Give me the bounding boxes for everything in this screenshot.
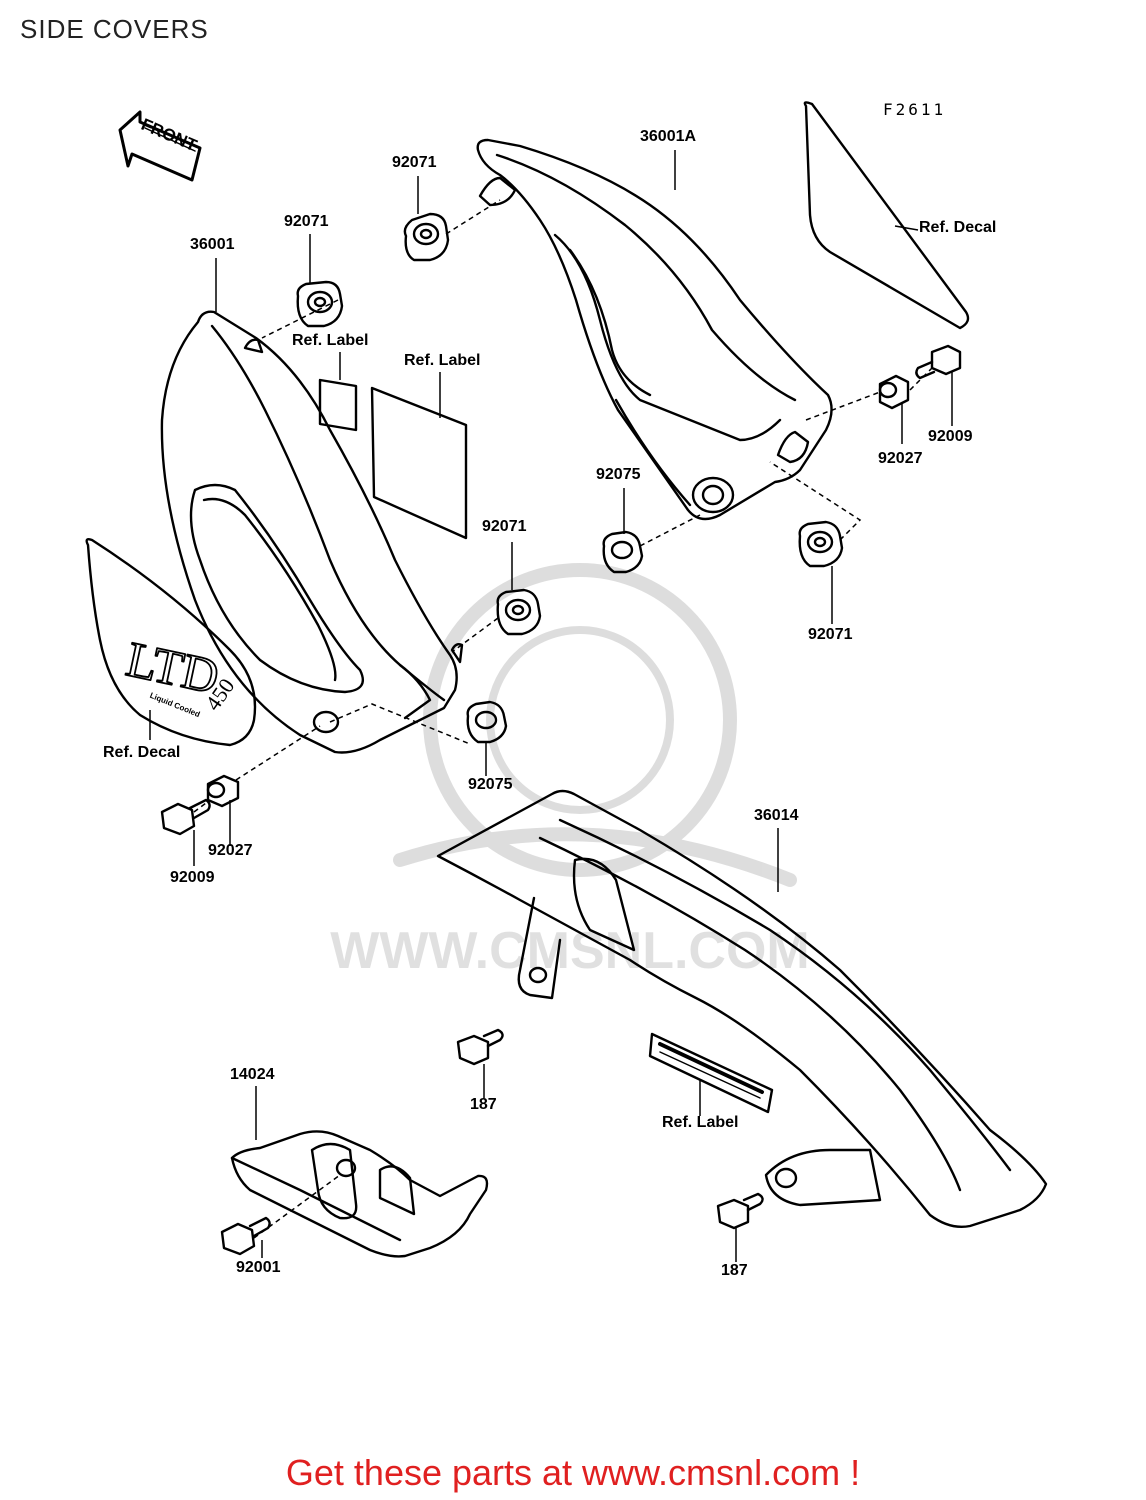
spacer-92027-right <box>878 374 910 410</box>
skid-plate <box>230 1130 489 1258</box>
callout-92009-right: 92009 <box>928 428 973 445</box>
callout-92009-left: 92009 <box>170 869 215 886</box>
bolt-92009-left <box>160 798 211 836</box>
callout-92075-left: 92075 <box>468 776 513 793</box>
callout-92075-right: 92075 <box>596 466 641 483</box>
grommet-92075-left <box>466 700 508 744</box>
grommet-92071-right <box>798 520 844 568</box>
decal-left <box>85 537 257 747</box>
callout-92071-top: 92071 <box>392 154 437 171</box>
grommet-92075-right <box>602 530 644 574</box>
callout-187-top: 187 <box>470 1096 497 1113</box>
ref-label-small <box>318 378 358 432</box>
grommet-92071-mid <box>496 588 542 636</box>
callout-14024: 14024 <box>230 1066 275 1083</box>
front-arrow-icon <box>118 110 202 182</box>
callout-36001A: 36001A <box>640 128 697 145</box>
leader-lines <box>149 150 953 1262</box>
figure-id: F2611 <box>883 100 947 119</box>
callout-92027-right: 92027 <box>878 450 923 467</box>
callout-92071-left: 92071 <box>284 213 329 230</box>
chain-guard <box>436 789 1048 1229</box>
callout-ref-decal-right: Ref. Decal <box>919 219 997 236</box>
callout-ref-label-1: Ref. Label <box>292 332 369 349</box>
callout-92071-right: 92071 <box>808 626 853 643</box>
promo-link[interactable]: Get these parts at www.cmsnl.com ! <box>285 1452 861 1493</box>
bolt-92009-right <box>915 344 962 380</box>
callout-36001: 36001 <box>190 236 235 253</box>
callout-36014: 36014 <box>754 807 799 824</box>
callout-92071-mid: 92071 <box>482 518 527 535</box>
promo-banner: Get these parts at www.cmsnl.com ! <box>0 1452 1146 1494</box>
grommet-92071-top <box>403 212 450 262</box>
spacer-92027-left <box>206 774 240 808</box>
parts-diagram: WWW.CMSNL.COM FRONT <box>85 101 1048 1262</box>
callout-92027-left: 92027 <box>208 842 253 859</box>
bolt-187-bottom <box>716 1192 764 1230</box>
watermark-text: WWW.CMSNL.COM <box>330 922 809 980</box>
front-arrow-label: FRONT <box>138 115 200 156</box>
callout-92001: 92001 <box>236 1259 281 1276</box>
callout-ref-label-2: Ref. Label <box>404 352 481 369</box>
callout-187-bottom: 187 <box>721 1262 748 1279</box>
grommet-92071-left <box>296 280 344 328</box>
callout-ref-decal-left: Ref. Decal <box>103 744 181 761</box>
callout-ref-label-chain: Ref. Label <box>662 1114 739 1131</box>
page-title: SIDE COVERS <box>20 14 209 44</box>
bolt-187-top <box>456 1028 504 1066</box>
side-cover-right <box>476 138 833 521</box>
side-cover-left <box>160 310 464 754</box>
decal-right <box>803 101 970 330</box>
watermark <box>393 563 797 887</box>
ref-label-chain-guard <box>648 1032 774 1114</box>
ref-label-large <box>370 386 468 540</box>
bolt-92001 <box>220 1216 271 1256</box>
